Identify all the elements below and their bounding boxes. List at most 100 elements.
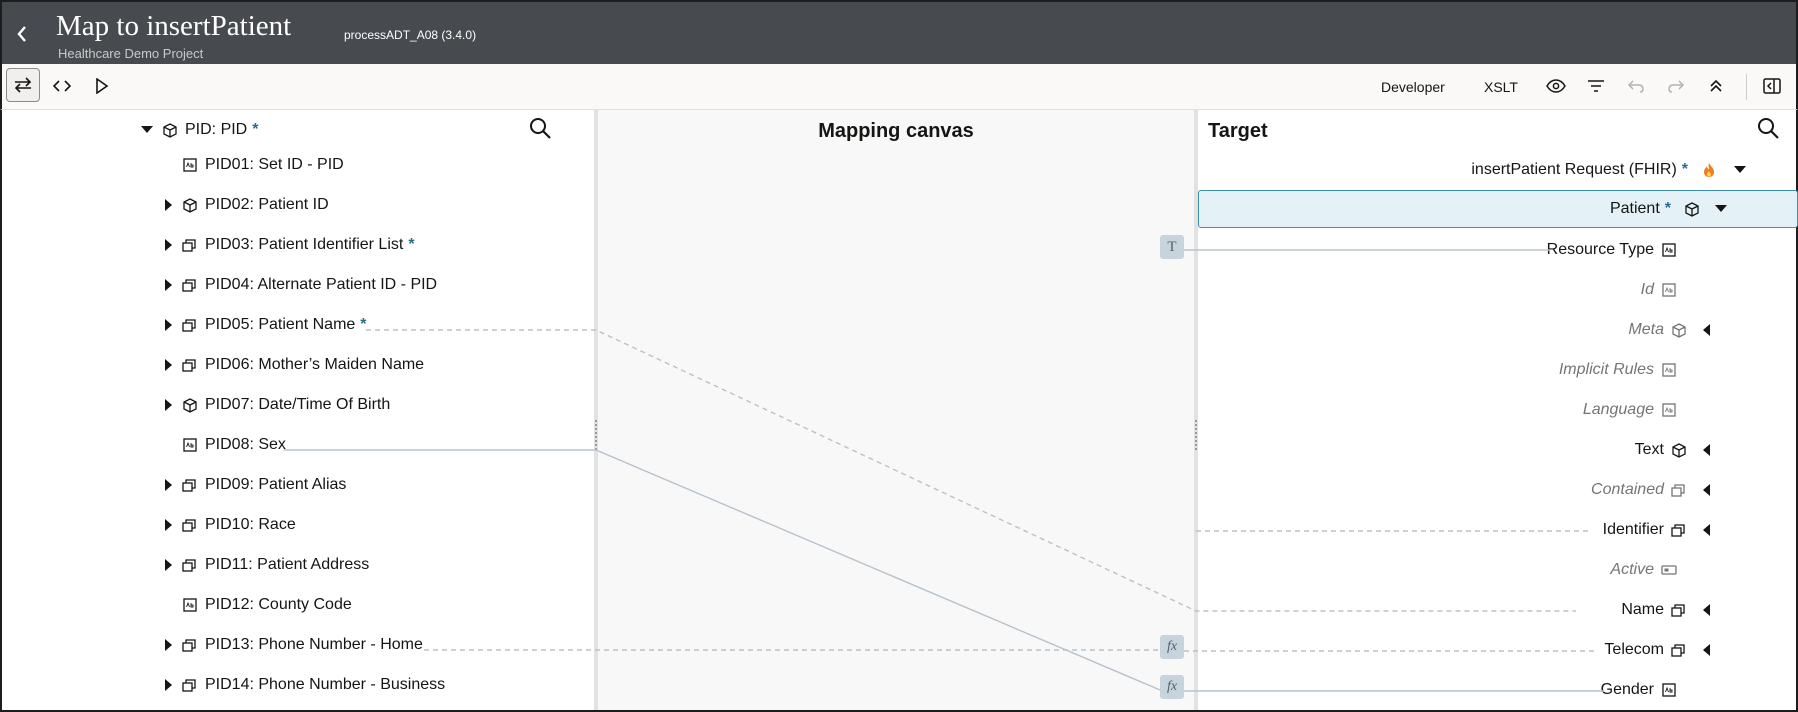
target-field-row[interactable]: Gender: [1601, 677, 1678, 703]
window-border: [0, 710, 1798, 712]
source-field-row[interactable]: PID08: Sex: [162, 433, 286, 457]
caret-left-icon[interactable]: [1698, 324, 1714, 336]
target-field-row[interactable]: Resource Type: [1547, 237, 1678, 263]
fire-icon: [1700, 161, 1718, 179]
caret-right-icon[interactable]: [162, 239, 176, 251]
caret-right-icon[interactable]: [162, 559, 176, 571]
caret-left-icon[interactable]: [1698, 524, 1714, 536]
stacked-squares-icon: [180, 556, 200, 574]
target-field-label: Identifier: [1602, 521, 1664, 538]
source-field-row[interactable]: PID04: Alternate Patient ID - PID: [162, 273, 437, 297]
search-icon[interactable]: [1756, 116, 1780, 140]
stacked-squares-icon: [180, 236, 200, 254]
target-field-row[interactable]: Contained: [1591, 477, 1714, 503]
source-field-row[interactable]: PID09: Patient Alias: [162, 473, 346, 497]
source-field-row[interactable]: PID01: Set ID - PID: [162, 153, 344, 177]
page-title: Map to insertPatient: [56, 10, 292, 42]
stacked-squares-icon: [180, 636, 200, 654]
function-badge[interactable]: fx: [1160, 635, 1184, 659]
abc-icon: [1660, 681, 1678, 699]
swap-icon: [14, 77, 32, 93]
back-button[interactable]: [10, 20, 34, 48]
drag-handle-icon: [595, 420, 597, 450]
toggle-panel-button[interactable]: [1758, 72, 1786, 100]
target-field-row[interactable]: Telecom: [1604, 637, 1714, 663]
caret-right-icon[interactable]: [162, 279, 176, 291]
target-field-row[interactable]: Text: [1635, 437, 1714, 463]
caret-left-icon[interactable]: [1698, 604, 1714, 616]
caret-right-icon[interactable]: [162, 679, 176, 691]
undo-button[interactable]: [1622, 72, 1650, 100]
source-field-row[interactable]: PID02: Patient ID: [162, 193, 329, 217]
developer-mode-button[interactable]: Developer: [1381, 79, 1445, 95]
target-field-row[interactable]: Active: [1610, 557, 1678, 583]
caret-left-icon[interactable]: [1698, 484, 1714, 496]
target-request-root[interactable]: insertPatient Request (FHIR) *: [1471, 157, 1748, 183]
search-icon[interactable]: [528, 116, 552, 140]
eye-icon: [1546, 79, 1566, 93]
redo-button[interactable]: [1662, 72, 1690, 100]
source-field-row[interactable]: PID05: Patient Name*: [162, 313, 367, 337]
caret-down-icon[interactable]: [1713, 205, 1729, 213]
target-field-row[interactable]: Meta: [1628, 317, 1714, 343]
target-field-row[interactable]: Identifier: [1603, 517, 1714, 543]
mapping-canvas[interactable]: Mapping canvas: [598, 110, 1194, 712]
source-field-row[interactable]: PID03: Patient Identifier List*: [162, 233, 415, 257]
source-field-row[interactable]: PID12: County Code: [162, 593, 352, 617]
abc-icon: [1660, 281, 1678, 299]
stacked-squares-icon: [1670, 481, 1688, 499]
source-field-label: PID07: Date/Time Of Birth: [205, 396, 391, 413]
target-title: Target: [1208, 120, 1268, 142]
text-constant-badge[interactable]: T: [1160, 235, 1184, 259]
code-view-button[interactable]: [46, 70, 78, 102]
target-field-row[interactable]: Name: [1621, 597, 1714, 623]
filter-icon: [1588, 80, 1604, 92]
required-marker: *: [360, 316, 367, 333]
stacked-squares-icon: [180, 476, 200, 494]
caret-right-icon[interactable]: [162, 519, 176, 531]
test-run-button[interactable]: [86, 70, 118, 102]
target-field-row[interactable]: Id: [1641, 277, 1678, 303]
required-marker: *: [1664, 200, 1671, 217]
caret-right-icon[interactable]: [162, 399, 176, 411]
toolbar: Developer XSLT: [0, 64, 1798, 110]
source-field-row[interactable]: PID07: Date/Time Of Birth: [162, 393, 390, 417]
source-field-row[interactable]: PID14: Phone Number - Business: [162, 673, 445, 697]
source-field-row[interactable]: PID06: Mother’s Maiden Name: [162, 353, 424, 377]
filter-button[interactable]: [1582, 72, 1610, 100]
function-badge[interactable]: fx: [1160, 675, 1184, 699]
stacked-squares-icon: [1670, 521, 1688, 539]
caret-right-icon[interactable]: [162, 639, 176, 651]
source-field-row[interactable]: PID10: Race: [162, 513, 296, 537]
caret-right-icon[interactable]: [162, 359, 176, 371]
collapse-all-button[interactable]: [1702, 72, 1730, 100]
abc-icon: [1660, 401, 1678, 419]
stacked-squares-icon: [1670, 641, 1688, 659]
play-icon: [96, 78, 109, 94]
caret-right-icon[interactable]: [162, 199, 176, 211]
target-tree-panel: Target insertPatient Request (FHIR) * Pa…: [1198, 110, 1798, 712]
caret-down-icon[interactable]: [140, 126, 154, 134]
caret-down-icon[interactable]: [1732, 166, 1748, 174]
abc-icon: [180, 596, 200, 614]
source-root-pid[interactable]: PID: PID *: [140, 118, 258, 142]
target-field-row[interactable]: Implicit Rules: [1559, 357, 1678, 383]
target-field-label: Telecom: [1604, 641, 1664, 658]
caret-left-icon[interactable]: [1698, 444, 1714, 456]
target-field-row[interactable]: Language: [1583, 397, 1678, 423]
source-field-label: PID13: Phone Number - Home: [205, 636, 423, 653]
stacked-squares-icon: [180, 676, 200, 694]
caret-right-icon[interactable]: [162, 319, 176, 331]
target-field-label: Text: [1634, 441, 1664, 458]
target-field-label: Implicit Rules: [1558, 361, 1654, 378]
cube-icon: [160, 121, 180, 139]
xslt-button[interactable]: XSLT: [1484, 79, 1518, 95]
mapper-view-button[interactable]: [6, 68, 40, 102]
source-field-row[interactable]: PID13: Phone Number - Home: [162, 633, 423, 657]
left-splitter[interactable]: [594, 110, 598, 712]
caret-left-icon[interactable]: [1698, 644, 1714, 656]
caret-right-icon[interactable]: [162, 479, 176, 491]
view-options-button[interactable]: [1542, 72, 1570, 100]
target-patient-row[interactable]: Patient *: [1198, 190, 1798, 228]
source-field-row[interactable]: PID11: Patient Address: [162, 553, 369, 577]
